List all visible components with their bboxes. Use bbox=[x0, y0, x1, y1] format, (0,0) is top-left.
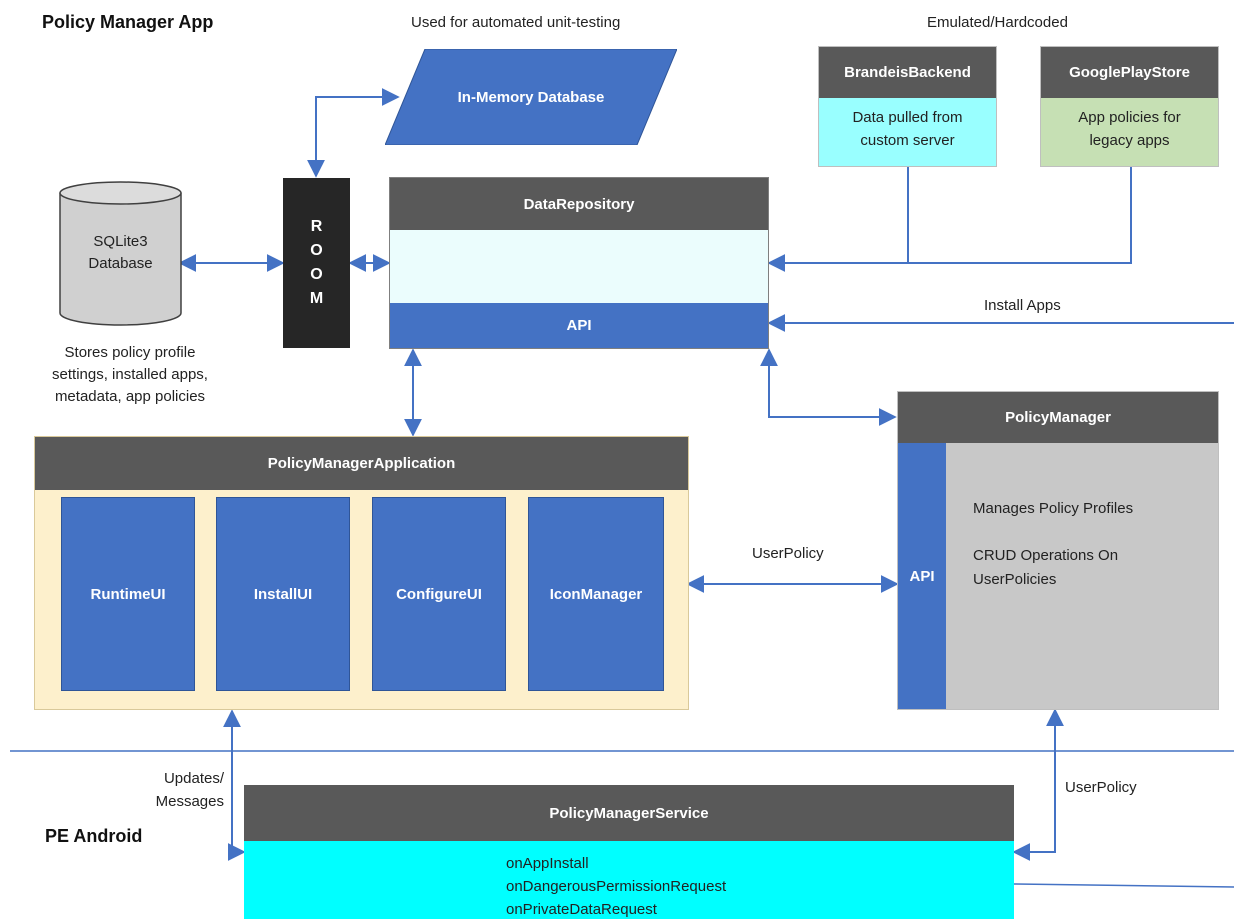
room-block: R O O M bbox=[283, 178, 350, 348]
user-policy-label-right: UserPolicy bbox=[1065, 779, 1137, 796]
sqlite-note-line2: settings, installed apps, bbox=[52, 366, 208, 383]
policy-manager-desc-1: Manages Policy Profiles bbox=[973, 500, 1134, 517]
room-inmemory-arrow bbox=[307, 88, 400, 178]
policy-manager-api: API bbox=[898, 443, 946, 709]
service-policymanager-arrow bbox=[1012, 708, 1064, 861]
data-repository-api: API bbox=[390, 303, 768, 348]
sqlite-note-line3: metadata, app policies bbox=[54, 388, 206, 405]
data-repository: DataRepository API bbox=[389, 177, 769, 349]
sqlite-note: Stores policy profile settings, installe… bbox=[10, 342, 250, 408]
module-icon-manager: IconManager bbox=[528, 497, 664, 691]
module-install-ui: InstallUI bbox=[216, 497, 350, 691]
googleplay-repo-arrow bbox=[767, 166, 1132, 272]
sqlite-label-line2: Database bbox=[88, 255, 153, 272]
service-out-line bbox=[1013, 883, 1234, 888]
user-policy-label-mid: UserPolicy bbox=[752, 545, 824, 562]
brandeis-body-line1: Data pulled from bbox=[852, 109, 963, 126]
google-play-store: GooglePlayStore App policies for legacy … bbox=[1040, 46, 1219, 167]
updates-messages-arrow bbox=[223, 709, 246, 861]
policy-manager-desc-2: CRUD Operations On bbox=[973, 547, 1119, 564]
google-play-store-body: App policies for legacy apps bbox=[1041, 98, 1218, 166]
method-on-app-install: onAppInstall bbox=[506, 855, 589, 872]
policy-manager-title: PolicyManager bbox=[898, 392, 1218, 443]
updates-messages-label: Updates/ Messages bbox=[120, 767, 224, 813]
brandeis-body-line2: custom server bbox=[860, 132, 955, 149]
policy-manager-service-body: onAppInstall onDangerousPermissionReques… bbox=[244, 841, 1014, 919]
module-configure-ui: ConfigureUI bbox=[372, 497, 506, 691]
data-repository-body bbox=[390, 230, 768, 303]
brandeis-backend-body: Data pulled from custom server bbox=[819, 98, 996, 166]
googleplay-body-line2: legacy apps bbox=[1089, 132, 1170, 149]
method-on-private-data-request: onPrivateDataRequest bbox=[506, 901, 657, 918]
sqlite-note-line1: Stores policy profile bbox=[64, 344, 196, 361]
policy-manager-application: PolicyManagerApplication RuntimeUI Insta… bbox=[34, 436, 689, 710]
policy-manager: PolicyManager API Manages Policy Profile… bbox=[897, 391, 1219, 710]
brandeis-backend: BrandeisBackend Data pulled from custom … bbox=[818, 46, 997, 167]
room-letter-o1: O bbox=[310, 242, 323, 259]
sqlite-label-line1: SQLite3 bbox=[93, 233, 148, 250]
module-runtime-ui: RuntimeUI bbox=[61, 497, 195, 691]
install-apps-label: Install Apps bbox=[984, 297, 1061, 314]
google-play-store-title: GooglePlayStore bbox=[1041, 47, 1218, 98]
method-on-dangerous-permission-request: onDangerousPermissionRequest bbox=[506, 878, 727, 895]
section-title-policy-manager-app: Policy Manager App bbox=[42, 12, 214, 32]
room-letter-r: R bbox=[310, 218, 323, 235]
policy-manager-service: PolicyManagerService onAppInstall onDang… bbox=[244, 785, 1014, 919]
unit-testing-note: Used for automated unit-testing bbox=[411, 14, 621, 31]
emulated-note: Emulated/Hardcoded bbox=[927, 14, 1068, 31]
policy-manager-service-title: PolicyManagerService bbox=[244, 785, 1014, 841]
brandeis-backend-title: BrandeisBackend bbox=[819, 47, 996, 98]
googleplay-body-line1: App policies for bbox=[1078, 109, 1181, 126]
repo-policymanager-arrow bbox=[760, 348, 897, 426]
updates-messages-line1: Updates/ bbox=[163, 770, 224, 787]
data-repository-title: DataRepository bbox=[390, 178, 768, 230]
room-letter-o2: O bbox=[310, 266, 323, 283]
policy-manager-desc-3: UserPolicies bbox=[973, 571, 1057, 588]
updates-messages-line2: Messages bbox=[155, 793, 224, 810]
policy-manager-application-title: PolicyManagerApplication bbox=[35, 437, 688, 490]
in-memory-database: In-Memory Database bbox=[385, 49, 677, 145]
section-title-pe-android: PE Android bbox=[45, 826, 143, 846]
room-letter-m: M bbox=[309, 290, 324, 307]
sqlite-database: SQLite3 Database bbox=[59, 181, 182, 327]
in-memory-database-label: In-Memory Database bbox=[457, 88, 605, 106]
